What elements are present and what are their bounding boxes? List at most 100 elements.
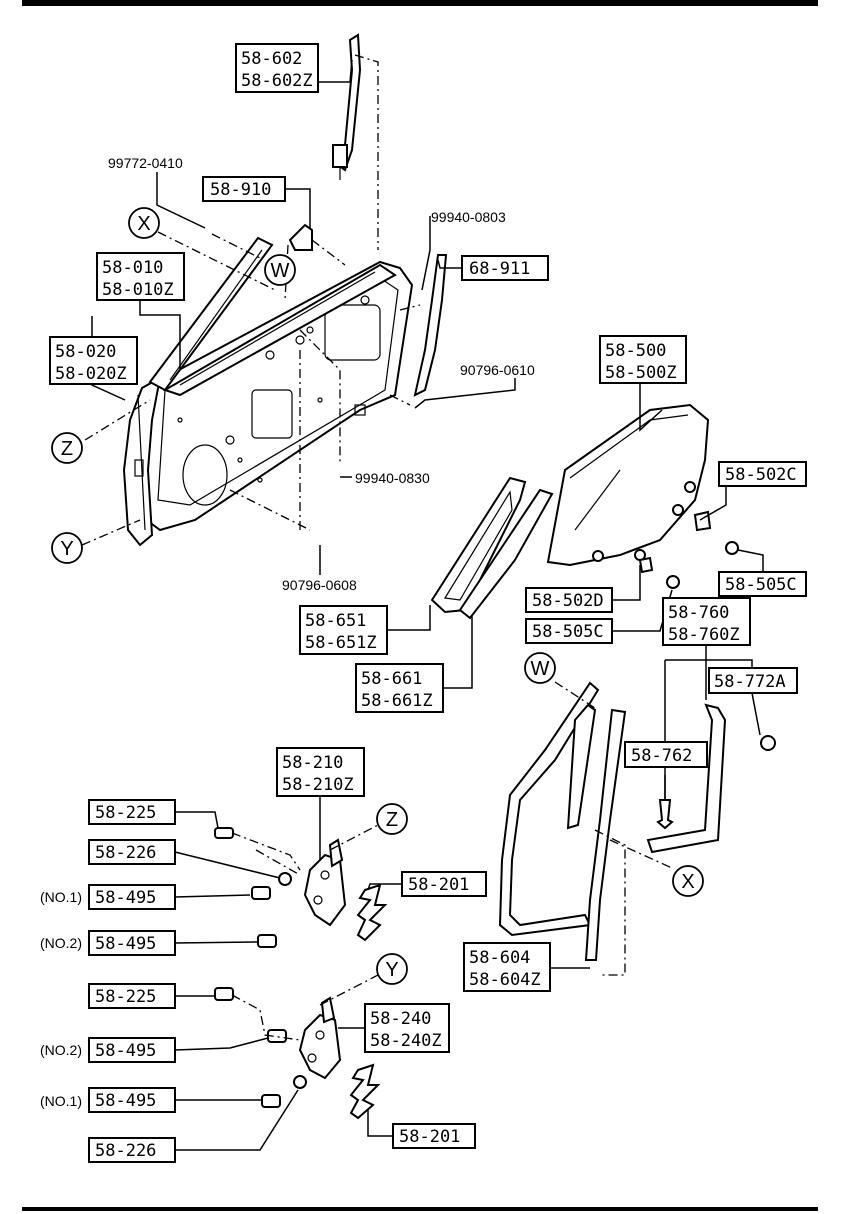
callout-z-lower: Z [376,803,408,835]
part-number: 90796-0610 [460,362,535,378]
label-58-762[interactable]: 58-762 [624,741,708,768]
label-58-201-lower[interactable]: 58-201 [392,1123,476,1149]
label-58-604[interactable]: 58-604 58-604Z [463,942,551,992]
part-number: 99940-0803 [431,209,506,225]
qualifier: (NO.1) [40,1093,82,1109]
part-number: 58-651Z [305,633,377,653]
part-number: 58-495 [95,1041,156,1061]
label-58-502c[interactable]: 58-502C [718,461,807,487]
label-58-226-upper[interactable]: 58-226 [88,839,176,865]
label-58-500[interactable]: 58-500 58-500Z [599,335,687,384]
label-58-495-no1-upper[interactable]: (NO.1) 58-495 [40,884,176,910]
label-58-602[interactable]: 58-602 58-602Z [235,43,319,93]
label-58-225-lower[interactable]: 58-225 [88,983,176,1009]
part-number: 58-762 [631,746,692,766]
part-number: 58-604Z [469,970,541,990]
part-number: 58-010Z [102,280,174,300]
label-58-201-upper[interactable]: 58-201 [401,871,487,897]
part-number: 58-760 [668,603,729,623]
label-68-911[interactable]: 68-911 [461,255,549,281]
label-90796-0610[interactable]: 90796-0610 [460,362,535,378]
callout-y-lower: Y [376,953,408,985]
run-channel-drawing [498,681,776,961]
part-number: 58-910 [210,180,271,200]
label-58-760[interactable]: 58-760 58-760Z [662,597,751,646]
label-58-661[interactable]: 58-661 58-661Z [355,663,444,713]
top-border [22,0,818,6]
part-number: 58-661 [361,669,422,689]
label-99940-0803[interactable]: 99940-0803 [431,209,506,225]
label-58-495-no1-lower[interactable]: (NO.1) 58-495 [40,1087,176,1113]
label-58-210[interactable]: 58-210 58-210Z [276,747,365,797]
label-58-020[interactable]: 58-020 58-020Z [49,336,138,385]
callout-z-top: Z [51,432,83,464]
part-number: 58-661Z [361,691,433,711]
label-58-651[interactable]: 58-651 58-651Z [299,605,388,655]
part-number: 58-772A [714,672,786,692]
ref-letter: Z [61,438,73,460]
label-58-225-upper[interactable]: 58-225 [88,799,176,825]
qualifier: (NO.1) [40,889,82,905]
label-58-502d[interactable]: 58-502D [525,587,613,613]
quarter-glass-drawing [430,476,554,620]
part-number: 58-505C [725,575,797,595]
callout-w-top: W [264,254,296,286]
part-number: 99940-0830 [355,470,430,486]
qualifier: (NO.2) [40,935,82,951]
part-number: 68-911 [469,259,530,279]
part-number: 58-502C [725,465,797,485]
part-number: 58-240Z [370,1031,442,1051]
part-number: 90796-0608 [282,577,357,593]
part-number: 58-225 [95,987,156,1007]
callout-x-top: X [128,207,160,239]
part-number: 58-210Z [282,775,354,795]
part-number: 58-240 [370,1009,431,1029]
callout-x-right: X [672,865,704,897]
door-shell-drawing [122,223,414,547]
ref-letter: Y [60,538,73,560]
part-number: 58-651 [305,611,366,631]
label-99772-0410[interactable]: 99772-0410 [108,155,183,171]
label-58-495-no2-lower[interactable]: (NO.2) 58-495 [40,1037,176,1063]
ref-letter: Z [386,809,398,831]
label-58-495-no2-upper[interactable]: (NO.2) 58-495 [40,930,176,956]
label-58-772a[interactable]: 58-772A [708,667,798,694]
callout-y-top: Y [51,532,83,564]
part-number: 58-502D [532,591,604,611]
ref-letter: Y [385,959,398,981]
label-99940-0830[interactable]: 99940-0830 [355,470,430,486]
part-number: 58-505C [532,622,604,642]
part-number: 58-210 [282,753,343,773]
part-number: 58-602Z [241,71,313,91]
ref-letter: X [681,871,694,893]
part-number: 58-010 [102,258,163,278]
hinge-upper-drawing [214,827,388,948]
glass-drawing [546,403,739,589]
label-58-910[interactable]: 58-910 [202,176,286,202]
part-number: 58-602 [241,49,302,69]
label-58-505c-right[interactable]: 58-505C [718,571,807,597]
bottom-border [22,1207,818,1211]
ref-letter: W [531,658,550,680]
part-number: 58-020 [55,342,116,362]
label-58-505c-left[interactable]: 58-505C [525,618,613,644]
label-58-240[interactable]: 58-240 58-240Z [364,1003,450,1053]
division-bar-drawing [332,33,362,180]
part-number: 58-500Z [605,363,677,383]
part-number: 99772-0410 [108,155,183,171]
part-number: 58-495 [95,934,156,954]
part-number: 58-226 [95,1141,156,1161]
label-58-226-lower[interactable]: 58-226 [88,1137,176,1163]
hinge-lower-drawing [214,987,381,1120]
part-number: 58-226 [95,843,156,863]
part-number: 58-604 [469,948,530,968]
part-number: 58-201 [408,875,469,895]
label-58-010[interactable]: 58-010 58-010Z [96,252,185,301]
ref-letter: W [271,260,290,282]
reference-lines [81,54,673,1041]
leader-lines [91,59,764,1151]
part-number: 58-495 [95,888,156,908]
label-90796-0608[interactable]: 90796-0608 [282,577,357,593]
ref-letter: X [137,213,150,235]
